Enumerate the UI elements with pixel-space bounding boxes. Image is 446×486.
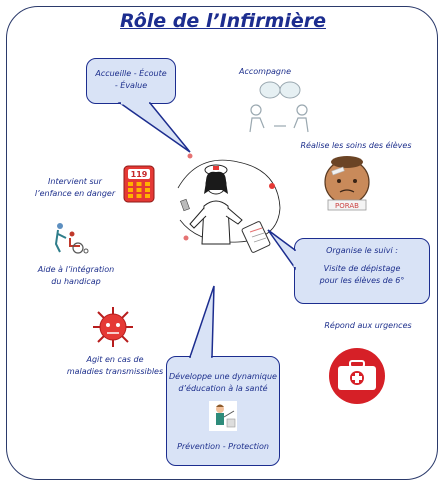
suivi-title: Organise le suivi :	[326, 246, 398, 255]
mask-label: PORAB	[335, 202, 359, 210]
outer-frame	[6, 6, 438, 480]
agit-line1: Agit en cas de	[86, 355, 144, 364]
first-aid-kit-icon	[329, 348, 385, 404]
emergency-number: 119	[131, 170, 148, 179]
clipboard-icon	[241, 221, 271, 253]
nurse-illustration	[177, 153, 281, 245]
accueille-line1: Accueille - Écoute	[95, 69, 167, 78]
suivi-line2: pour les élèves de 6°	[319, 276, 405, 285]
label-urgences: Répond aux urgences	[324, 321, 412, 330]
prevention-label: Prévention - Protection	[177, 442, 269, 451]
intervient-line1: Intervient sur	[48, 177, 102, 186]
label-accompagne: Accompagne	[238, 67, 291, 76]
education-line2: d’éducation à la santé	[178, 384, 268, 393]
suivi-line1: Visite de dépistage	[323, 264, 401, 273]
label-aide: Aide à l’intégration du handicap	[26, 264, 126, 289]
agit-line2: maladies transmissibles	[66, 367, 164, 377]
teacher-icon	[209, 401, 237, 431]
label-soins: Réalise les soins des élèves	[300, 141, 412, 150]
label-intervient: Intervient sur l’enfance en danger	[30, 176, 120, 201]
education-line1: Développe une dynamique	[169, 372, 277, 381]
wheelchair-helper-icon	[54, 223, 89, 254]
consultation-icon	[249, 81, 309, 133]
aide-line2: du handicap	[51, 277, 101, 287]
emergency-phone-icon: 119	[123, 165, 155, 203]
page-title: Rôle de l’Infirmière	[120, 10, 326, 32]
bubble-education: Développe une dynamique d’éducation à la…	[166, 356, 280, 466]
accueille-line2: - Évalue	[114, 81, 148, 90]
virus-icon	[93, 307, 133, 347]
bubble-suivi: Organise le suivi : Visite de dépistage …	[294, 238, 430, 304]
aide-line1: Aide à l’intégration	[37, 265, 115, 274]
bandaged-child-icon: PORAB	[324, 156, 370, 211]
label-agit: Agit en cas de maladies transmissibles	[60, 354, 170, 379]
intervient-line2: l’enfance en danger	[34, 189, 116, 199]
bubble-accueille: Accueille - Écoute - Évalue	[86, 58, 176, 104]
